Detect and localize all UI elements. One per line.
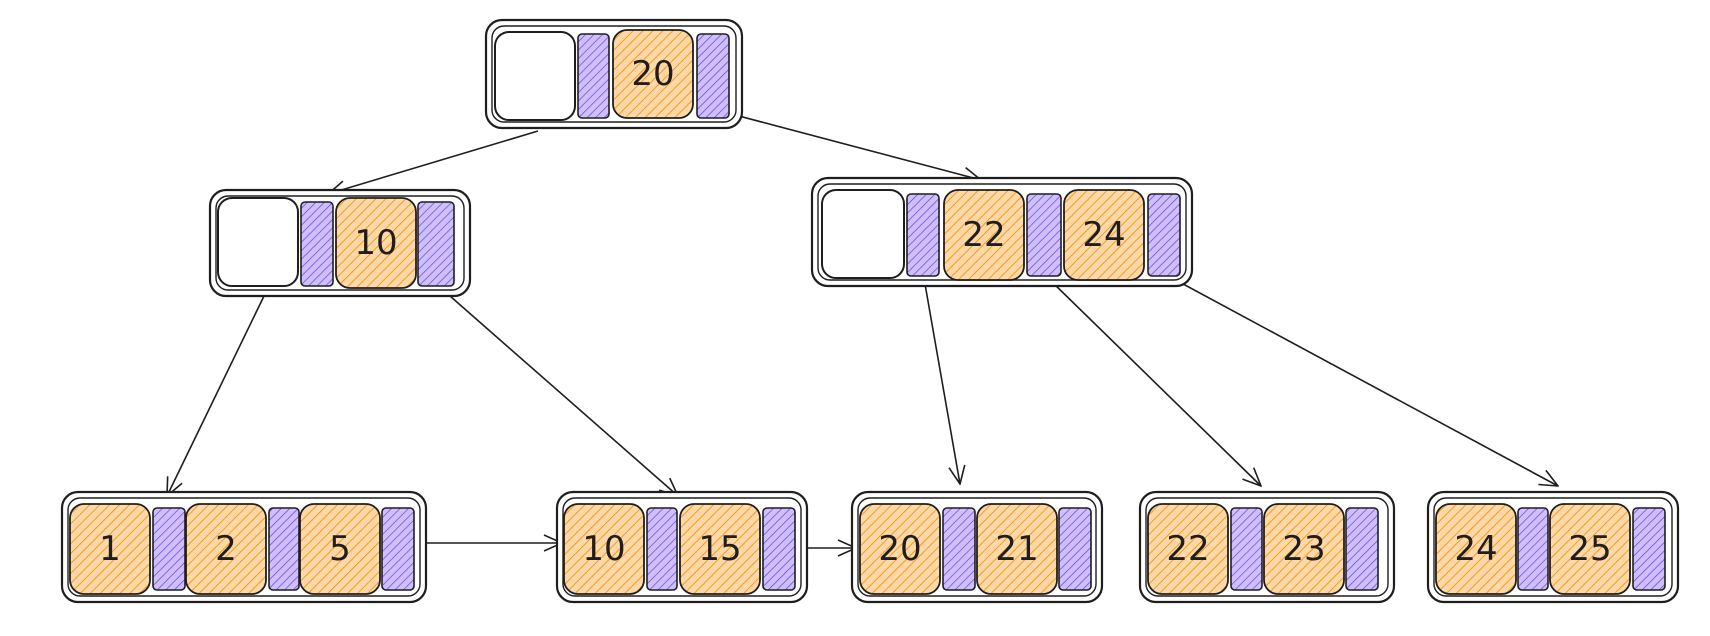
key-label: 1 — [99, 529, 121, 569]
key-label: 21 — [995, 529, 1038, 569]
edge-right-to-leaf-3 — [924, 283, 960, 484]
key-label: 2 — [215, 529, 237, 569]
empty-slot — [494, 31, 576, 121]
key-cell — [335, 197, 417, 289]
edge-left-to-leaf-1 — [167, 295, 265, 496]
pointer-cell — [1058, 507, 1092, 591]
key-cell — [976, 503, 1058, 595]
key-label: 20 — [878, 529, 921, 569]
pointer-cell — [1632, 507, 1666, 591]
key-cell — [943, 189, 1025, 281]
pointer-cell — [762, 507, 796, 591]
key-cell — [1435, 503, 1517, 595]
key-label: 10 — [354, 223, 397, 263]
key-cell — [859, 503, 941, 595]
key-label: 25 — [1568, 529, 1611, 569]
pointer-cell — [577, 33, 610, 119]
key-label: 10 — [582, 529, 625, 569]
key-label: 24 — [1454, 529, 1497, 569]
edge-right-to-leaf-5 — [1171, 277, 1558, 486]
edge-root-to-right — [719, 110, 981, 180]
key-label: 20 — [631, 54, 674, 94]
pointer-cell — [417, 201, 455, 287]
internal-node-left: 10 — [208, 188, 472, 298]
key-cell — [1147, 503, 1229, 595]
root-node: 20 — [484, 18, 744, 130]
leaf-node-1: 1 2 5 — [60, 490, 428, 604]
key-cell — [563, 503, 645, 595]
key-label: 23 — [1282, 529, 1325, 569]
key-cell — [679, 503, 761, 595]
leaf-node-4: 22 23 — [1138, 490, 1396, 604]
pointer-cell — [300, 201, 334, 287]
pointer-cell — [381, 507, 415, 591]
pointer-cell — [696, 33, 730, 119]
leaf-node-3: 20 21 — [850, 490, 1104, 604]
edge-root-to-left — [328, 130, 539, 194]
leaf-node-5: 24 25 — [1426, 490, 1680, 604]
pointer-cell — [1026, 193, 1062, 277]
key-cell — [69, 503, 151, 595]
key-label: 15 — [698, 529, 741, 569]
key-cell — [612, 29, 694, 119]
key-label: 22 — [1166, 529, 1209, 569]
key-cell — [299, 503, 381, 595]
empty-slot — [821, 189, 905, 279]
key-cell — [1063, 189, 1145, 281]
key-label: 5 — [329, 529, 351, 569]
pointer-cell — [268, 507, 300, 591]
key-cell — [1549, 503, 1631, 595]
pointer-cell — [1230, 507, 1263, 591]
pointer-cell — [1345, 507, 1379, 591]
tree-edges — [167, 110, 1558, 548]
pointer-cell — [1517, 507, 1549, 591]
key-label: 22 — [962, 215, 1005, 255]
edge-right-to-leaf-4 — [1049, 279, 1261, 486]
key-cell — [1263, 503, 1345, 595]
pointer-cell — [1147, 193, 1181, 277]
pointer-cell — [646, 507, 678, 591]
internal-node-right: 22 24 — [810, 176, 1194, 288]
key-cell — [185, 503, 267, 595]
pointer-cell — [942, 507, 976, 591]
pointer-cell — [152, 507, 186, 591]
edge-left-to-leaf-2 — [449, 295, 678, 496]
leaf-node-2: 10 15 — [555, 490, 809, 604]
pointer-cell — [906, 193, 940, 277]
empty-slot — [217, 197, 299, 287]
key-label: 24 — [1082, 215, 1125, 255]
